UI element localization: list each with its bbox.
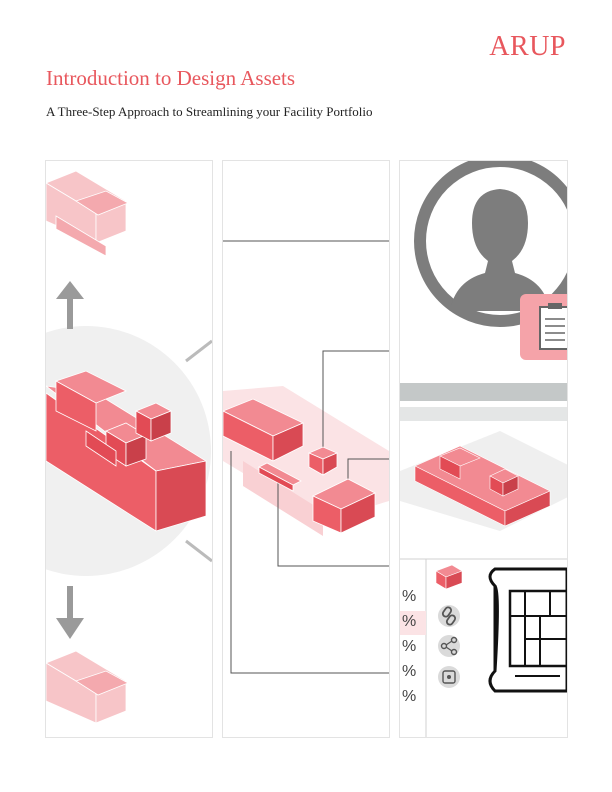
gray-bar	[400, 407, 567, 421]
pale-building-top	[46, 170, 129, 257]
panel-step-two	[222, 160, 390, 738]
percent-label: %	[402, 638, 417, 655]
blueprint-icon	[488, 567, 567, 693]
building-block-left	[223, 398, 304, 462]
panel-step-three: % % % % %	[399, 160, 568, 738]
leader-line	[277, 481, 389, 567]
percent-label: %	[402, 613, 417, 630]
share-icon	[438, 635, 460, 657]
leader-line	[322, 350, 389, 461]
user-avatar-icon	[414, 161, 567, 327]
building-block-slab	[258, 462, 302, 492]
panel-step-one	[45, 160, 213, 738]
arrow-up-icon	[56, 281, 84, 329]
connector-line	[185, 339, 212, 363]
step-two-illustration	[223, 240, 389, 674]
focus-icon	[438, 666, 460, 688]
leader-line	[230, 451, 389, 674]
percent-label: %	[402, 588, 417, 605]
step-one-illustration	[46, 170, 212, 724]
page-subtitle: A Three-Step Approach to Streamlining yo…	[46, 104, 373, 119]
link-icon	[438, 605, 460, 627]
page-title: Introduction to Design Assets	[46, 66, 296, 90]
building-block-icon	[435, 564, 463, 590]
arrow-down-icon	[56, 586, 84, 639]
gray-bar	[400, 383, 567, 401]
small-building	[414, 445, 551, 527]
clipboard-icon	[520, 294, 567, 360]
main-building	[46, 370, 208, 532]
connector-line	[185, 539, 212, 563]
arup-logo: ARUP	[489, 31, 566, 62]
pale-building-bottom	[46, 650, 129, 724]
building-block-right	[312, 478, 376, 534]
row-highlight	[400, 611, 426, 635]
percent-label: %	[402, 688, 417, 705]
step-three-illustration	[400, 161, 567, 737]
percent-label: %	[402, 663, 417, 680]
building-block-cube	[307, 446, 339, 476]
